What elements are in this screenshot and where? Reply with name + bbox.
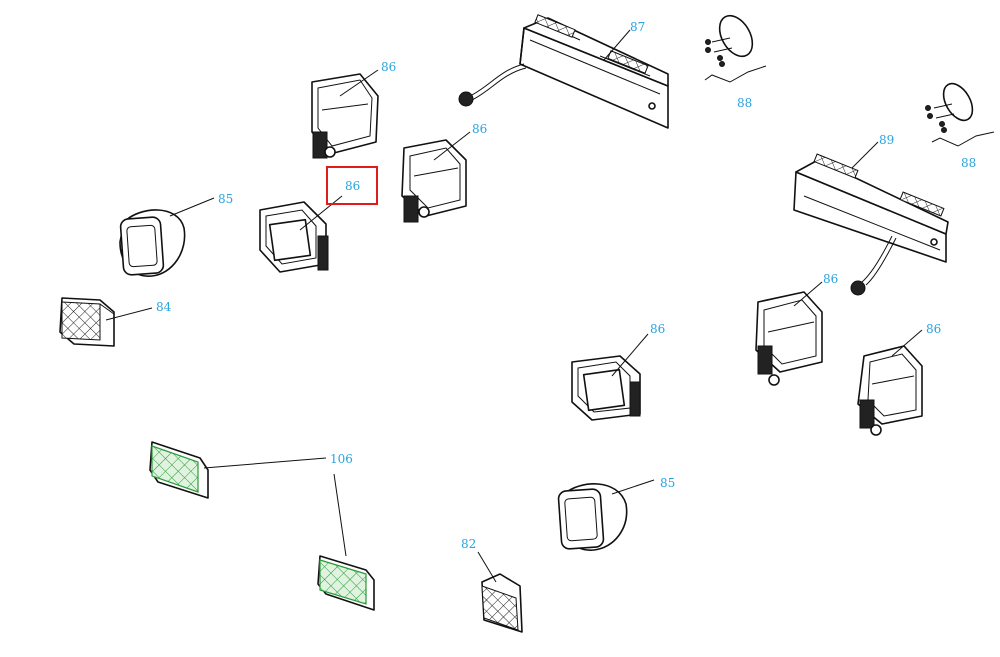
green-lens-106-lower[interactable] [317, 555, 375, 611]
lamp-cover-85-left[interactable] [119, 209, 186, 277]
callout-86-top: 86 [381, 60, 396, 74]
lamp-cover-85-bottom[interactable] [557, 483, 628, 551]
callout-86-far-right: 86 [926, 322, 941, 336]
mirror-bracket-88-top[interactable] [704, 10, 767, 83]
work-lamp-86-right[interactable] [755, 291, 823, 386]
work-lamp-86-center[interactable] [571, 355, 641, 421]
callout-88-right: 88 [961, 156, 976, 170]
callout-84: 84 [156, 300, 172, 314]
callout-86-center: 86 [650, 322, 665, 336]
highlight-box [326, 166, 378, 205]
work-lamp-86-square[interactable] [259, 201, 329, 273]
mirror-bracket-88-right[interactable] [925, 79, 995, 147]
light-bar-87[interactable] [458, 14, 669, 129]
lamp-lens-84[interactable] [59, 297, 115, 347]
callout-85-left: 85 [218, 192, 233, 206]
callout-82: 82 [461, 537, 476, 551]
callout-86-right: 86 [823, 272, 838, 286]
callout-89: 89 [879, 133, 894, 147]
work-lamp-86-top[interactable] [311, 73, 379, 159]
work-lamp-86-mid[interactable] [401, 139, 467, 223]
callout-86-highlighted: 86 [345, 179, 360, 193]
callout-87: 87 [630, 20, 645, 34]
green-lens-106-upper[interactable] [149, 441, 209, 499]
callout-85-bottom: 85 [660, 476, 675, 490]
light-bar-89[interactable] [793, 153, 949, 296]
callout-106: 106 [330, 452, 353, 466]
callout-88-top: 88 [737, 96, 752, 110]
work-lamp-86-far-right[interactable] [857, 345, 923, 436]
callout-86-mid: 86 [472, 122, 487, 136]
lamp-lens-82[interactable] [481, 573, 523, 633]
